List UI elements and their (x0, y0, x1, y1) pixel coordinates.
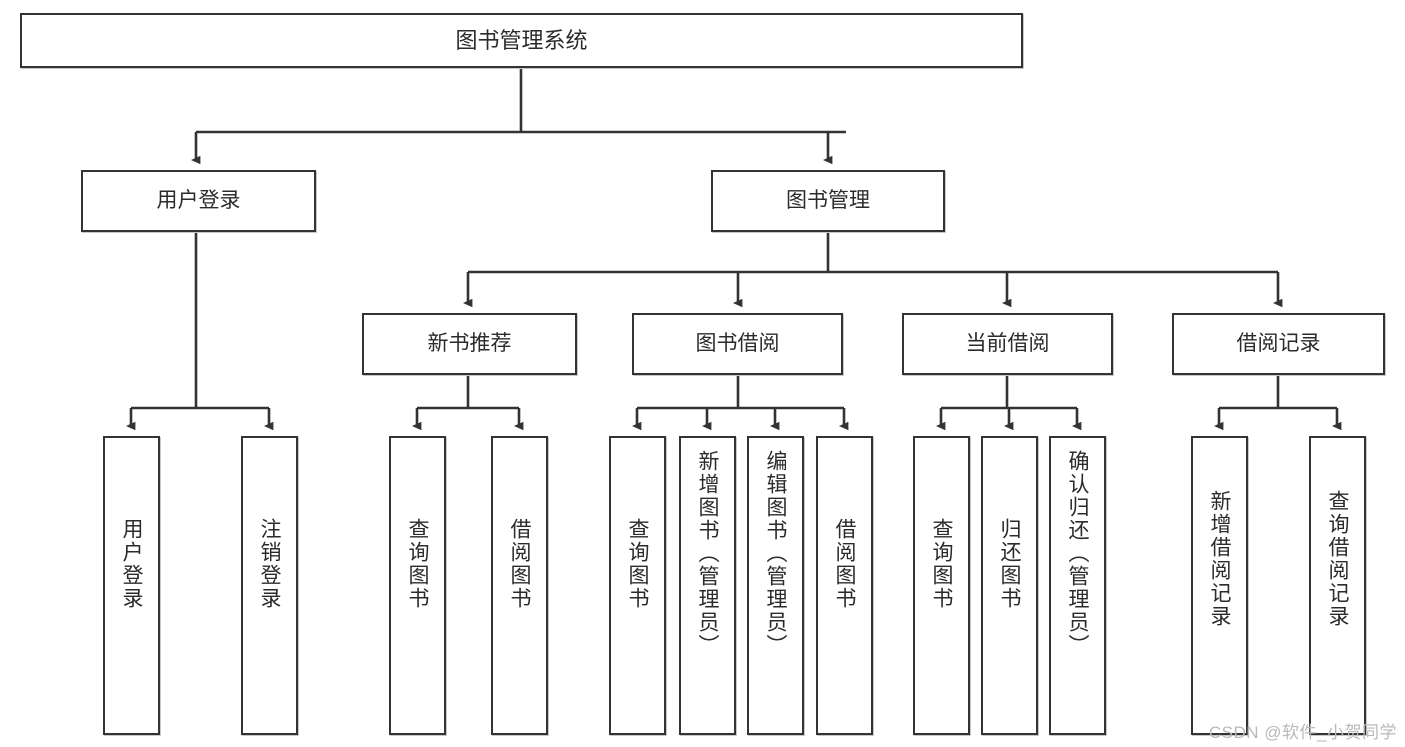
leaf-borrowrecord-query-record[interactable]: 查询借阅记录 (1309, 436, 1366, 735)
leaf-user-logout[interactable]: 注销登录 (241, 436, 298, 735)
node-label: 注销登录 (258, 518, 281, 610)
leaf-bookborrow-borrow-book[interactable]: 借阅图书 (816, 436, 873, 735)
node-label: 图书管理系统 (455, 27, 588, 53)
node-label: 编辑图书（管理员） (764, 450, 787, 657)
node-label: 借阅图书 (508, 518, 531, 610)
leaf-newbook-query-book[interactable]: 查询图书 (389, 436, 446, 735)
leaf-user-login[interactable]: 用户登录 (103, 436, 160, 735)
node-current-borrow[interactable]: 当前借阅 (902, 313, 1113, 375)
node-label: 用户登录 (156, 188, 241, 212)
node-label: 查询图书 (930, 518, 953, 610)
node-label: 图书借阅 (695, 331, 780, 355)
node-user-login[interactable]: 用户登录 (81, 170, 316, 232)
node-label: 查询图书 (626, 518, 649, 610)
leaf-currentborrow-confirm-return-admin[interactable]: 确认归还（管理员） (1049, 436, 1106, 735)
leaf-bookborrow-query-book[interactable]: 查询图书 (609, 436, 666, 735)
leaf-newbook-borrow-book[interactable]: 借阅图书 (491, 436, 548, 735)
node-label: 用户登录 (120, 518, 143, 610)
node-label: 归还图书 (998, 518, 1021, 610)
node-label: 查询图书 (406, 518, 429, 610)
node-new-book-recommend[interactable]: 新书推荐 (362, 313, 577, 375)
node-label: 借阅图书 (833, 518, 856, 610)
node-borrow-record[interactable]: 借阅记录 (1172, 313, 1385, 375)
node-book-management[interactable]: 图书管理 (711, 170, 945, 232)
node-label: 图书管理 (786, 188, 870, 212)
node-label: 当前借阅 (965, 331, 1050, 355)
node-label: 新书推荐 (427, 331, 512, 355)
leaf-borrowrecord-add-record[interactable]: 新增借阅记录 (1191, 436, 1248, 735)
node-label: 借阅记录 (1236, 331, 1321, 355)
node-label: 新增借阅记录 (1208, 490, 1231, 628)
node-label: 确认归还（管理员） (1066, 450, 1089, 657)
node-label: 查询借阅记录 (1326, 490, 1349, 628)
csdn-watermark: CSDN @软件_小贺同学 (1208, 723, 1397, 742)
node-book-borrow[interactable]: 图书借阅 (632, 313, 843, 375)
node-label: 新增图书（管理员） (696, 450, 719, 657)
leaf-currentborrow-return-book[interactable]: 归还图书 (981, 436, 1038, 735)
leaf-currentborrow-query-book[interactable]: 查询图书 (913, 436, 970, 735)
leaf-bookborrow-edit-book-admin[interactable]: 编辑图书（管理员） (747, 436, 804, 735)
leaf-bookborrow-add-book-admin[interactable]: 新增图书（管理员） (679, 436, 736, 735)
node-root-library-system[interactable]: 图书管理系统 (20, 13, 1023, 68)
